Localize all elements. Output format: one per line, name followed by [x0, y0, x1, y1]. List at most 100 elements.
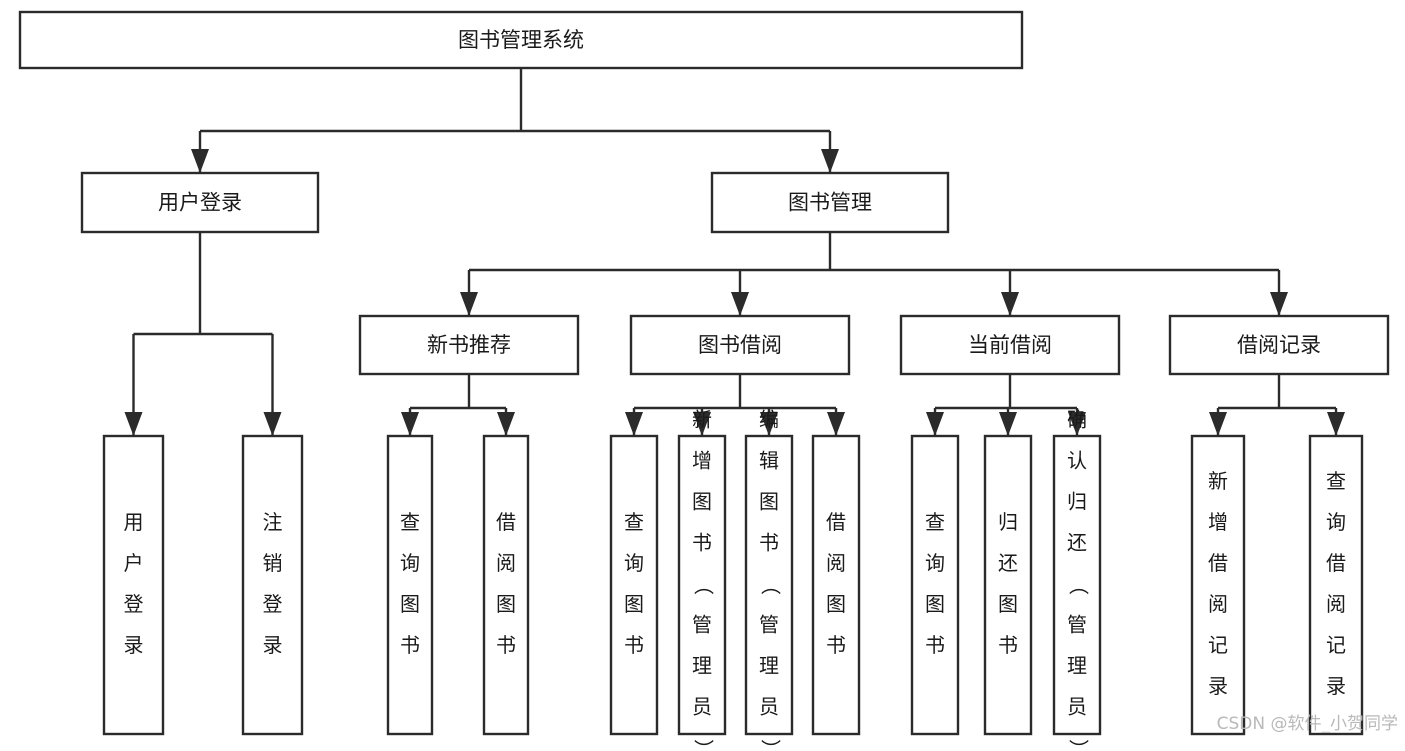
node-label-char: ） [759, 739, 783, 747]
node-box[interactable] [1308, 434, 1364, 736]
node-label-char: 询 [400, 551, 420, 575]
node-label-char: 询 [624, 551, 644, 575]
node-box[interactable] [1190, 434, 1246, 736]
node-box[interactable] [811, 434, 861, 736]
arrow-head-icon [760, 412, 778, 436]
node-box[interactable] [386, 434, 434, 736]
arrow-head-icon [693, 412, 711, 436]
node-label-char: 编 [759, 408, 779, 432]
node-label: 图书借阅 [698, 333, 782, 357]
node-label-char: 新 [692, 408, 712, 432]
node-label: 用户登录 [158, 191, 242, 215]
node-box[interactable] [358, 314, 580, 376]
node-box[interactable] [677, 434, 727, 736]
node-label-char: 管 [1067, 613, 1087, 637]
node-label-char: 理 [1067, 654, 1087, 678]
node-label-char: 归 [1067, 490, 1087, 514]
arrow-head-icon [625, 412, 643, 436]
node-box[interactable] [482, 434, 530, 736]
node-box[interactable] [18, 10, 1024, 70]
node-label-char: 登 [263, 592, 283, 616]
arrow-head-icon [263, 412, 282, 436]
node-box[interactable] [983, 434, 1033, 736]
node-box[interactable] [899, 314, 1121, 376]
node-label-char: 图 [496, 592, 516, 616]
node-label-char: 员 [759, 695, 779, 719]
arrow-head-icon [1001, 292, 1019, 316]
node-label-char: 记 [1208, 633, 1228, 657]
node-label-char: 借 [1326, 551, 1346, 575]
diagram-node[interactable]: 用户登录 [102, 434, 165, 736]
node-label-char: 询 [925, 551, 945, 575]
node-label-char: 辑 [759, 449, 779, 473]
node-label-char: 书 [826, 633, 846, 657]
diagram-node[interactable]: 当前借阅 [899, 314, 1121, 376]
node-box[interactable] [241, 434, 304, 736]
node-label-char: 查 [1326, 469, 1346, 493]
node-label-char: ） [1067, 739, 1091, 747]
node-label-char: 阅 [1326, 592, 1346, 616]
node-label-char: 认 [1067, 449, 1087, 473]
node-label-char: 图 [826, 592, 846, 616]
diagram-node[interactable]: 图书借阅 [629, 314, 851, 376]
arrow-head-icon [1209, 412, 1227, 436]
node-label-char: 书 [925, 633, 945, 657]
node-label-char: 新 [1208, 469, 1228, 493]
node-label-char: 查 [400, 510, 420, 534]
connector-layer [124, 68, 1345, 436]
node-label-char: 询 [1326, 510, 1346, 534]
arrow-head-icon [1327, 412, 1345, 436]
node-label-char: 注 [263, 510, 283, 534]
csdn-watermark: CSDN @软件_小贺同学 [1217, 714, 1398, 734]
arrow-head-icon [191, 149, 209, 173]
node-box[interactable] [102, 434, 165, 736]
node-box[interactable] [744, 434, 794, 736]
node-label-char: 录 [124, 633, 144, 657]
diagram-node[interactable]: 图书管理 [710, 171, 950, 234]
diagram-node[interactable]: 图书管理系统 [18, 10, 1024, 70]
node-label-char: 图 [624, 592, 644, 616]
node-label-char: 归 [998, 510, 1018, 534]
node-label-char: 图 [692, 490, 712, 514]
node-label-char: 阅 [1208, 592, 1228, 616]
node-label-char: 用 [124, 510, 144, 534]
node-label-char: 录 [1326, 674, 1346, 698]
node-box[interactable] [710, 171, 950, 234]
node-label-char: 管 [759, 613, 779, 637]
node-label-char: 书 [496, 633, 516, 657]
diagram-node[interactable]: 借阅记录 [1168, 314, 1390, 376]
node-label-char: 查 [624, 510, 644, 534]
node-label: 借阅记录 [1237, 333, 1321, 357]
node-label-char: 图 [400, 592, 420, 616]
node-label-char: 图 [998, 592, 1018, 616]
node-box[interactable] [1052, 434, 1102, 736]
node-label-char: 录 [263, 633, 283, 657]
diagram-node[interactable]: 用户登录 [80, 171, 320, 234]
arrow-head-icon [827, 412, 845, 436]
diagram-node[interactable]: 新书推荐 [358, 314, 580, 376]
node-label-char: 阅 [496, 551, 516, 575]
node-box[interactable] [80, 171, 320, 234]
node-box[interactable] [629, 314, 851, 376]
node-box[interactable] [609, 434, 659, 736]
node-box[interactable] [910, 434, 960, 736]
node-label: 新书推荐 [427, 333, 511, 357]
arrow-head-icon [821, 149, 839, 173]
node-label-char: 图 [925, 592, 945, 616]
node-box[interactable] [1168, 314, 1390, 376]
node-label-char: 录 [1208, 674, 1228, 698]
